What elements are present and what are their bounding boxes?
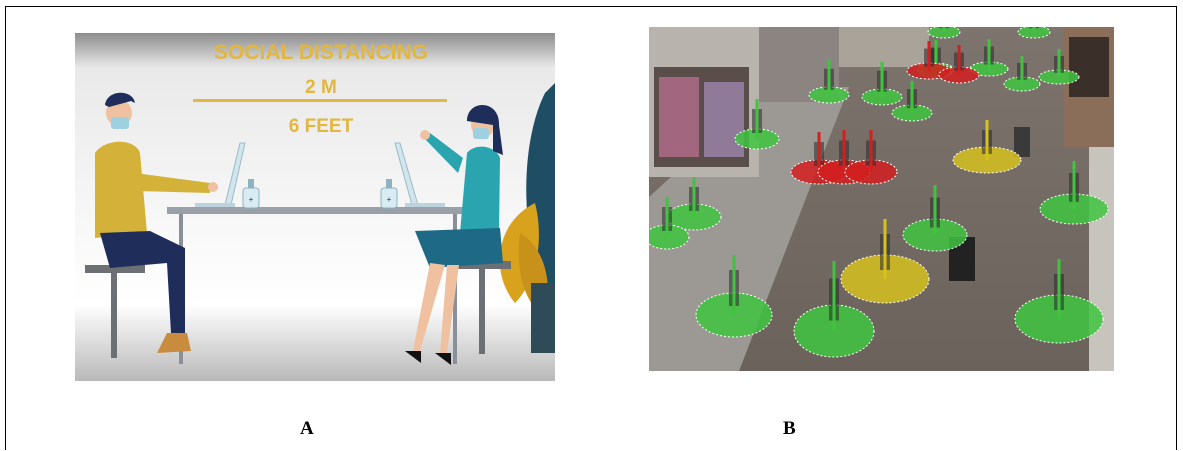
laptop-right xyxy=(394,142,445,207)
person-marker-pole xyxy=(927,41,931,71)
distance-markers xyxy=(649,27,1109,358)
social-distancing-heading: SOCIAL DISTANCING xyxy=(214,41,428,64)
panel-a-caption: A xyxy=(300,418,314,439)
sanitizer-bottle-right: + xyxy=(380,179,398,209)
person-marker-pole xyxy=(842,130,846,172)
person-marker-pole xyxy=(1020,56,1024,84)
person-marker-pole xyxy=(832,261,836,331)
person-marker-pole xyxy=(1057,259,1061,319)
distance-circle xyxy=(1017,27,1051,39)
person-marker-pole xyxy=(880,62,884,97)
person-marker-pole xyxy=(942,27,946,32)
person-marker-pole xyxy=(755,99,759,139)
svg-text:+: + xyxy=(387,195,392,204)
person-marker-pole xyxy=(883,219,887,279)
person-marker-pole xyxy=(985,120,989,160)
street-distance-detection-photo xyxy=(649,27,1114,371)
person-marker-pole xyxy=(817,132,821,172)
distance-divider xyxy=(193,99,447,102)
man-with-mask xyxy=(85,92,218,358)
person-marker-pole xyxy=(827,60,831,95)
distance-imperial-label: 6 FEET xyxy=(289,116,354,137)
person-marker-pole xyxy=(1072,161,1076,209)
distance-circle xyxy=(927,27,961,39)
distance-metric-label: 2 M xyxy=(305,77,337,98)
person-marker-pole xyxy=(692,177,696,217)
sanitizer-bottle-left: + xyxy=(242,179,260,209)
person-marker-pole xyxy=(869,130,873,172)
laptop-left xyxy=(195,142,246,207)
person-marker-pole xyxy=(957,45,961,75)
social-distancing-illustration: SOCIAL DISTANCING 2 M 6 FEET xyxy=(75,33,555,381)
svg-text:+: + xyxy=(249,195,254,204)
person-marker-pole xyxy=(910,81,914,113)
plant-decoration xyxy=(499,83,555,353)
person-marker-pole xyxy=(732,255,736,315)
panel-b-caption: B xyxy=(783,418,796,439)
person-marker-pole xyxy=(1032,27,1036,32)
woman-with-mask xyxy=(405,104,511,365)
figure-frame xyxy=(5,6,1177,450)
person-marker-pole xyxy=(934,40,938,70)
person-marker-pole xyxy=(987,39,991,69)
person-marker-pole xyxy=(933,185,937,235)
person-marker-pole xyxy=(1057,49,1061,77)
person-marker-pole xyxy=(665,197,669,237)
